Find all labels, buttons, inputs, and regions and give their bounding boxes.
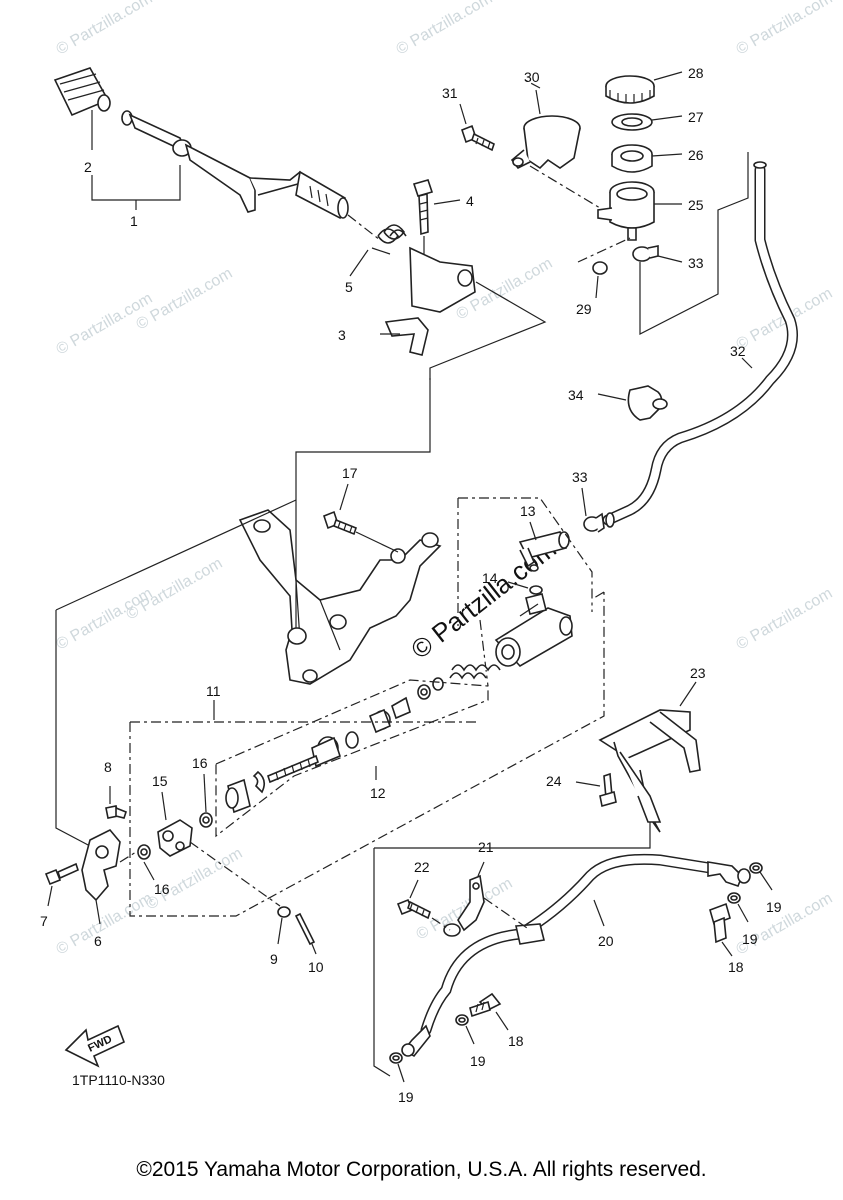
part-label-31: 31	[442, 85, 458, 101]
washer-19-c	[455, 1014, 475, 1045]
return-spring	[347, 214, 407, 277]
part-label-25: 25	[688, 197, 704, 213]
grommet-29	[577, 237, 631, 299]
part-label-14: 14	[482, 570, 498, 586]
part-label-5: 5	[345, 279, 353, 295]
diaphragm-26	[611, 144, 683, 173]
washer-9	[277, 906, 291, 945]
watermark: © Partzilla.com	[734, 585, 836, 654]
clip-33-top	[632, 245, 683, 263]
diagram-code: 1TP1110-N330	[72, 1072, 165, 1088]
part-label-33-top: 33	[688, 255, 704, 271]
clip-33-bottom	[581, 487, 605, 533]
union-bolt-18-b	[469, 992, 509, 1031]
part-label-20: 20	[598, 933, 614, 949]
watermark: © Partzilla.com	[734, 0, 836, 58]
clamp-34	[597, 385, 668, 421]
bolt-7	[44, 862, 79, 907]
part-label-10: 10	[308, 959, 324, 975]
clevis-15	[157, 791, 193, 857]
watermark: © Partzilla.com	[54, 0, 156, 58]
pedal-arm-6	[81, 829, 121, 925]
part-label-27: 27	[688, 109, 704, 125]
master-cylinder	[494, 593, 573, 668]
part-label-21: 21	[478, 839, 494, 855]
piston-kit-12	[225, 664, 501, 814]
union-bolt-18-a	[709, 902, 733, 957]
copyright-notice: ©2015 Yamaha Motor Corporation, U.S.A. A…	[136, 1158, 707, 1181]
part-label-2: 2	[84, 159, 92, 175]
part-label-6: 6	[94, 933, 102, 949]
part-label-19-a: 19	[766, 899, 782, 915]
part-label-4: 4	[466, 193, 474, 209]
bolt-24	[575, 772, 617, 808]
footrest-bracket	[238, 509, 442, 685]
part-label-13: 13	[520, 503, 536, 519]
washer-19-b	[727, 892, 749, 923]
part-label-8: 8	[104, 759, 112, 775]
part-label-19-c: 19	[470, 1053, 486, 1069]
bolt-31	[459, 103, 495, 152]
bolt-17	[323, 483, 399, 553]
part-label-16-bottom: 16	[154, 881, 170, 897]
plate-27	[611, 113, 683, 131]
part-label-18-b: 18	[508, 1033, 524, 1049]
part-label-1: 1	[130, 213, 138, 229]
fwd-arrow-icon: FWD	[64, 1024, 126, 1068]
part-label-28: 28	[688, 65, 704, 81]
part-label-22: 22	[414, 859, 430, 875]
washer-19-d	[389, 1052, 405, 1083]
watermark: © Partzilla.com	[144, 845, 246, 914]
pedal-bracket	[380, 246, 547, 380]
reservoir-cover-30	[510, 79, 601, 209]
brake-hose-20	[401, 853, 751, 1058]
watermark: © Partzilla.com	[54, 890, 156, 959]
part-label-26: 26	[688, 147, 704, 163]
cotter-pin-10	[294, 912, 317, 955]
brake-pedal	[53, 67, 349, 220]
bolt-8	[105, 786, 127, 819]
washer-16-top	[199, 773, 213, 828]
watermark: © Partzilla.com	[54, 585, 156, 654]
part-label-12: 12	[370, 785, 386, 801]
part-label-19-d: 19	[398, 1089, 414, 1105]
part-label-29: 29	[576, 301, 592, 317]
washer-16-bottom	[137, 844, 155, 881]
part-label-3: 3	[338, 327, 346, 343]
washer-19-a	[749, 862, 773, 891]
watermark: © Partzilla.com	[734, 890, 836, 959]
part-label-15: 15	[152, 773, 168, 789]
part-label-34: 34	[568, 387, 584, 403]
part-label-16-top: 16	[192, 755, 208, 771]
part-label-23: 23	[690, 665, 706, 681]
part-label-32: 32	[730, 343, 746, 359]
part-label-18-a: 18	[728, 959, 744, 975]
o-ring-14	[507, 581, 543, 595]
reservoir-hose-32	[602, 161, 798, 528]
part-label-17: 17	[342, 465, 358, 481]
part-label-30: 30	[524, 69, 540, 85]
part-label-33-bottom: 33	[572, 469, 588, 485]
reservoir-25	[597, 181, 682, 241]
watermark: © Partzilla.com	[394, 0, 496, 58]
hose-bracket-23	[598, 681, 701, 833]
part-label-11: 11	[206, 683, 221, 699]
reservoir-cap-28	[605, 71, 683, 104]
part-label-19-b: 19	[742, 931, 758, 947]
part-label-9: 9	[270, 951, 278, 967]
bolt-22	[396, 879, 451, 931]
clamp-21	[443, 861, 531, 937]
part-label-7: 7	[40, 913, 48, 929]
part-label-24: 24	[546, 773, 562, 789]
